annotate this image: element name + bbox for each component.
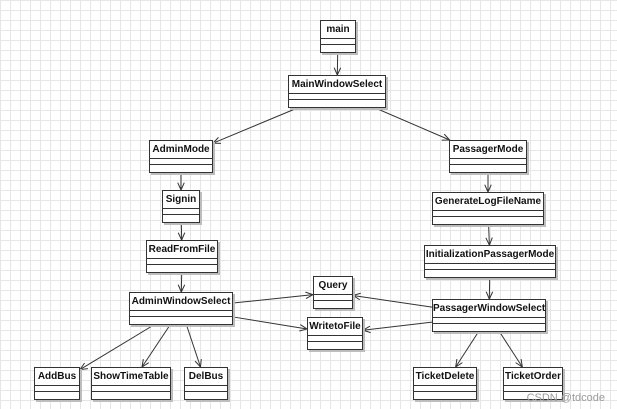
node-divider	[433, 323, 545, 324]
node-ticketdelete[interactable]: TicketDelete	[413, 367, 477, 400]
edge-adminwindowselect-to-query	[232, 291, 315, 304]
node-divider	[414, 391, 476, 392]
node-divider	[185, 391, 227, 392]
node-initializationpassagermode[interactable]: InitializationPassagerMode	[424, 245, 556, 278]
node-label: WritetoFile	[308, 318, 362, 336]
node-label: TicketDelete	[414, 368, 476, 386]
arrowhead-icon	[361, 325, 371, 334]
node-label: Query	[314, 277, 352, 295]
node-divider	[450, 164, 526, 165]
arrowhead-icon	[211, 137, 222, 144]
node-label: PassagerMode	[450, 141, 526, 159]
edge-line	[488, 224, 490, 246]
edge-passagerwindowselect-to-writetofile	[361, 321, 433, 334]
edge-mainwindowselect-to-passagermode	[375, 107, 451, 141]
edge-line	[186, 324, 201, 368]
edge-adminwindowselect-to-addbus	[78, 324, 154, 371]
arrowhead-icon	[78, 362, 89, 371]
node-signin[interactable]: Signin	[162, 190, 200, 223]
node-label: main	[321, 21, 355, 39]
edge-line	[362, 321, 433, 331]
edge-adminwindowselect-to-showtimetable	[141, 324, 171, 369]
node-delbus[interactable]: DelBus	[184, 367, 228, 400]
node-writetofile[interactable]: WritetoFile	[307, 317, 363, 350]
node-divider	[92, 391, 170, 392]
node-label: Signin	[163, 191, 199, 209]
edge-line	[352, 294, 433, 308]
node-divider	[163, 214, 199, 215]
edge-passagerwindowselect-to-ticketorder	[499, 331, 523, 369]
node-label: GenerateLogFileName	[433, 193, 543, 211]
node-label: AdminWindowSelect	[130, 293, 232, 311]
node-divider	[150, 164, 212, 165]
node-readfromfile[interactable]: ReadFromFile	[146, 240, 218, 273]
node-generatelogfilename[interactable]: GenerateLogFileName	[432, 192, 544, 225]
node-divider	[314, 300, 352, 301]
node-label: PassagerWindowSelect	[433, 300, 545, 318]
edge-initializationpassagermode-to-passagerwindowselect	[485, 277, 494, 301]
node-divider	[433, 216, 543, 217]
node-mainwindowselect[interactable]: MainWindowSelect	[288, 75, 386, 108]
edge-main-to-mainwindowselect	[333, 52, 342, 77]
node-label: AdminMode	[150, 141, 212, 159]
node-label: AddBus	[35, 368, 79, 386]
arrowhead-icon	[141, 359, 150, 369]
node-passagermode[interactable]: PassagerMode	[449, 140, 527, 173]
node-addbus[interactable]: AddBus	[34, 367, 80, 400]
node-query[interactable]: Query	[313, 276, 353, 309]
arrowhead-icon	[515, 359, 523, 369]
edge-line	[232, 316, 308, 330]
node-adminmode[interactable]: AdminMode	[149, 140, 213, 173]
edge-adminmode-to-signin	[177, 173, 185, 192]
node-passagerwindowselect[interactable]: PassagerWindowSelect	[432, 299, 546, 332]
edge-line	[232, 294, 314, 304]
node-divider	[147, 264, 217, 265]
edge-signin-to-readfromfile	[177, 222, 186, 242]
edge-line	[455, 331, 479, 368]
arrowhead-icon	[455, 359, 463, 369]
arrowhead-icon	[351, 292, 361, 301]
edge-line	[499, 331, 523, 368]
edge-line	[375, 107, 450, 141]
edge-passagerwindowselect-to-ticketdelete	[455, 331, 479, 369]
edge-passagermode-to-generatelogfilename	[484, 173, 492, 194]
node-main[interactable]: main	[320, 20, 356, 53]
watermark: CSDN @tdcode	[526, 392, 605, 404]
edge-line	[212, 107, 298, 144]
node-divider	[308, 341, 362, 342]
node-divider	[289, 99, 385, 100]
edge-adminwindowselect-to-delbus	[186, 324, 202, 369]
node-label: TicketOrder	[504, 368, 562, 386]
edge-readfromfile-to-adminwindowselect	[177, 272, 186, 294]
node-divider	[130, 316, 232, 317]
node-label: ShowTimeTable	[92, 368, 170, 386]
node-divider	[504, 391, 562, 392]
edge-line	[79, 324, 154, 371]
edge-adminwindowselect-to-writetofile	[232, 316, 309, 332]
node-label: ReadFromFile	[147, 241, 217, 259]
edge-mainwindowselect-to-adminmode	[211, 107, 298, 144]
node-showtimetable[interactable]: ShowTimeTable	[91, 367, 171, 400]
node-divider	[35, 391, 79, 392]
node-divider	[425, 269, 555, 270]
node-label: DelBus	[185, 368, 227, 386]
node-label: MainWindowSelect	[289, 76, 385, 94]
edge-passagerwindowselect-to-query	[351, 292, 433, 308]
node-label: InitializationPassagerMode	[425, 246, 555, 264]
node-adminwindowselect[interactable]: AdminWindowSelect	[129, 292, 233, 325]
edge-generatelogfilename-to-initializationpassagermode	[485, 224, 493, 247]
edge-line	[141, 324, 171, 368]
node-ticketorder[interactable]: TicketOrder	[503, 367, 563, 400]
node-divider	[321, 44, 355, 45]
